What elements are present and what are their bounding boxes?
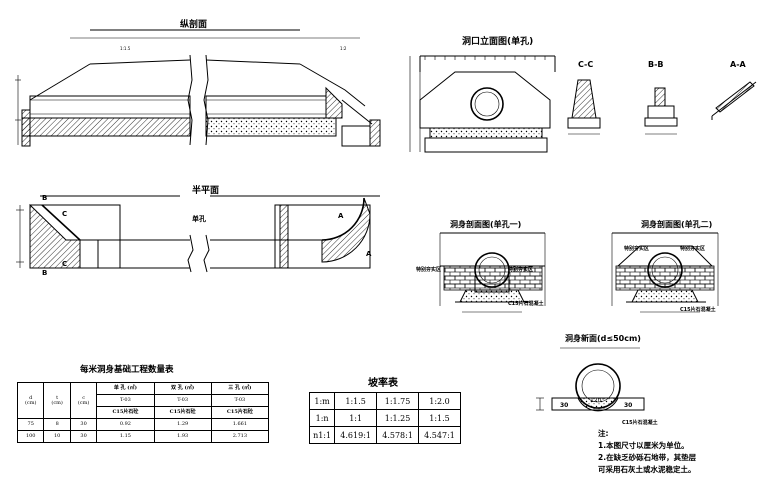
notes-line-3: 可采用石灰土或水泥稳定土。 [598, 465, 696, 474]
angle-label: 120° [590, 397, 604, 404]
backfill-label-1a: 特别夯实区 [416, 266, 441, 273]
portal-title: 洞口立面图(单孔) [462, 35, 533, 47]
base-group-3: 三 孔 (㎡) [210, 382, 270, 395]
body-new-section: 洞身新面(d≤50cm) 120° 30 30 C15片石混凝土 [536, 333, 658, 426]
c15-label-2: C15片石混凝土 [680, 306, 716, 313]
backfill-label-1b: 特别夯实区 [508, 266, 533, 273]
base-h-t: t(cm) [43, 382, 71, 419]
body-new-title: 洞身新面(d≤50cm) [565, 333, 641, 343]
body-section-2: 洞身剖面图(单孔二) 特别夯实区 特别夯实区 C15片石混凝土 [611, 219, 719, 313]
base-quantity-table: d(cm) t(cm) c(cm) 单 孔 (㎡) 双 孔 (㎡) 三 孔 (㎡… [16, 382, 270, 443]
base-mat-3: C15片石砼 [210, 406, 270, 419]
c15-label-1: C15片石混凝土 [508, 300, 544, 307]
slope-rate-table: 1:m 1:1.5 1:1.75 1:2.0 1:n 1:1 1:1.25 1:… [308, 392, 461, 444]
base-table-title: 每米洞身基础工程数量表 [80, 364, 174, 375]
table-row: 100 10 30 1.15 1.93 2.713 [16, 430, 270, 443]
base-type-3: T-03 [210, 394, 270, 407]
longitudinal-title: 纵剖面 [180, 18, 207, 30]
cc-title: C-C [578, 60, 593, 69]
section-bb: B-B [644, 60, 678, 135]
notes-block: 注: 1.本图尺寸以厘米为单位。 2.在缺乏砂砾石地带，其垫层 可采用石灰土或水… [598, 428, 696, 476]
svg-text:1:1.5: 1:1.5 [120, 46, 131, 51]
table-row: 75 8 30 0.92 1.29 1.661 [16, 418, 270, 431]
base-type-2: T-03 [153, 394, 212, 407]
mark-a-bottom: A [366, 250, 372, 258]
body1-title: 洞身剖面图(单孔一) [450, 219, 521, 229]
mark-b-top: B [42, 194, 47, 202]
backfill-label-2b: 特别夯实区 [680, 245, 705, 252]
base-group-2: 双 孔 (㎡) [153, 382, 212, 395]
base-mat-1: C15片石砼 [96, 406, 155, 419]
portal-elevation: 洞口立面图(单孔) [409, 35, 556, 153]
section-aa: A-A [711, 60, 757, 120]
longitudinal-section: 纵剖面 1:1.5 1:2 [15, 18, 381, 147]
c15-label-3: C15片石混凝土 [622, 419, 658, 426]
dim30-left: 30 [560, 402, 568, 409]
base-mat-2: C15片石砼 [153, 406, 212, 419]
single-hole-label: 单孔 [192, 214, 206, 223]
half-plan: 半平面 单孔 B B C C A A [16, 184, 380, 277]
table-row: 1:n 1:1 1:1.25 1:1.5 [308, 409, 461, 427]
base-group-1: 单 孔 (㎡) [96, 382, 155, 395]
backfill-label-2a: 特别夯实区 [624, 245, 649, 252]
table-row: n1:1 4.619:1 4.578:1 4.547:1 [308, 426, 461, 444]
mark-b-bottom: B [42, 269, 47, 277]
bb-title: B-B [648, 60, 664, 69]
table-row: 1:m 1:1.5 1:1.75 1:2.0 [308, 392, 461, 410]
mark-c-top: C [62, 210, 67, 218]
section-cc: C-C [567, 60, 601, 135]
slope-table-title: 坡率表 [368, 376, 399, 389]
body-section-1: 洞身剖面图(单孔一) 特别夯实区 特别夯实区 C15片石混凝土 [416, 219, 546, 313]
notes-line-2: 2.在缺乏砂砾石地带，其垫层 [598, 453, 697, 462]
notes-line-1: 1.本图尺寸以厘米为单位。 [598, 441, 689, 450]
portal-ruler [424, 56, 546, 60]
half-plan-title: 半平面 [192, 184, 219, 196]
mark-a-top: A [338, 212, 344, 220]
aa-title: A-A [730, 60, 747, 69]
base-h-d: d(cm) [16, 382, 45, 419]
base-h-c: c(cm) [69, 382, 98, 419]
svg-text:1:2: 1:2 [340, 46, 347, 51]
base-type-1: T-03 [96, 394, 155, 407]
mark-c-bottom: C [62, 260, 67, 268]
notes-head: 注: [598, 429, 609, 438]
dim30-right: 30 [624, 402, 632, 409]
body2-title: 洞身剖面图(单孔二) [641, 219, 712, 229]
